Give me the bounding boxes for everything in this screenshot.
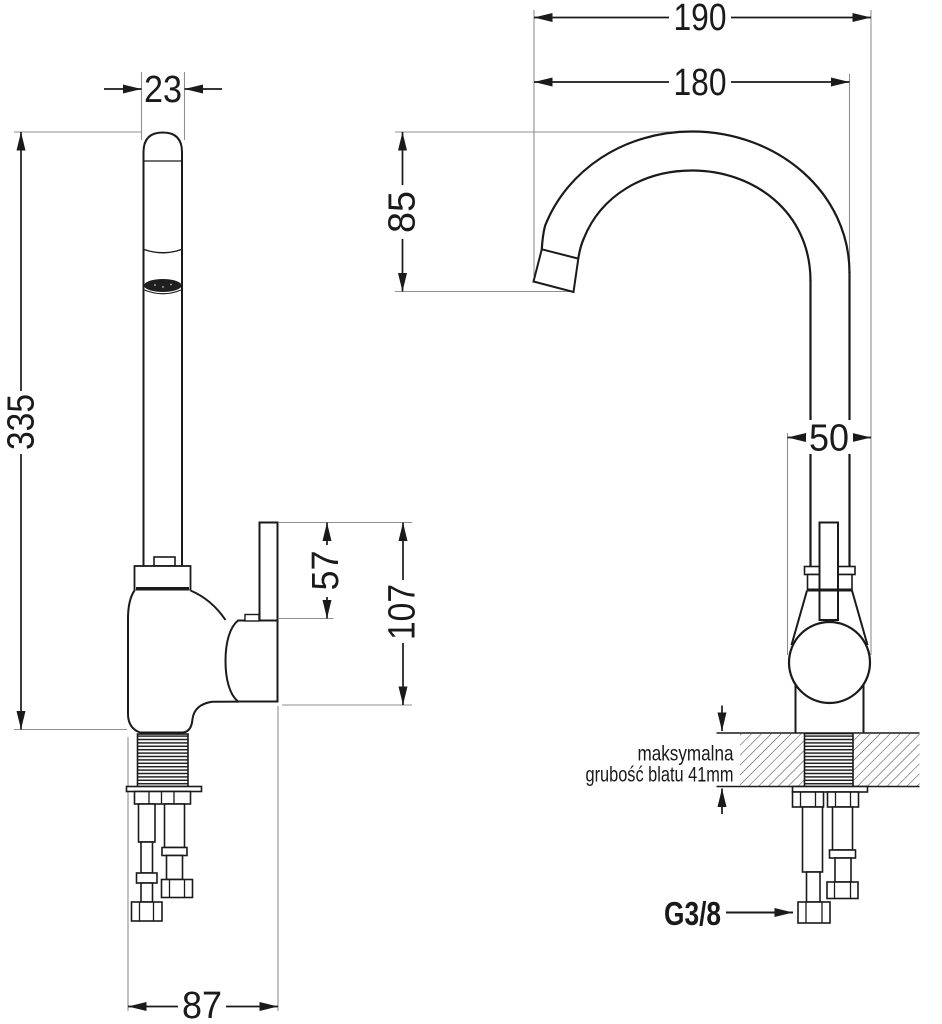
- dim-spout-width: 23: [104, 69, 222, 111]
- spout-inner-curve: [577, 169, 812, 282]
- dim-base-depth: 87: [128, 985, 278, 1024]
- dim-lever-to-body-bottom: 107: [382, 522, 424, 705]
- collar-tab: [153, 556, 176, 567]
- mounting-thread-front: [803, 732, 854, 788]
- dim-total-height: 335: [1, 132, 43, 730]
- body-outline: [127, 589, 240, 734]
- dim-spout-drop: 85: [382, 132, 424, 292]
- dim-label-335: 335: [1, 394, 43, 450]
- cone-left-edge: [790, 590, 808, 646]
- supply-hoses-side: [130, 803, 194, 922]
- aerator-housing-seam: [143, 248, 182, 254]
- dim-label-87: 87: [182, 985, 222, 1024]
- body-shoulder: [190, 589, 227, 621]
- dim-lever-to-cartridge: 57: [305, 522, 347, 619]
- cone-right-edge: [851, 590, 869, 646]
- dim-reach-inner: 180: [534, 62, 850, 104]
- countertop-note-line1: maksymalna: [638, 743, 734, 766]
- dim-label-190: 190: [674, 0, 727, 39]
- dim-body-width: 50: [787, 418, 871, 460]
- aerator-icon: [144, 279, 182, 292]
- spout-tube: [142, 131, 183, 566]
- front-view: [532, 130, 920, 924]
- thread-size-label: G3/8: [664, 895, 721, 932]
- lever-front: [818, 521, 839, 621]
- side-view: [125, 131, 279, 922]
- dim-label-85: 85: [382, 191, 424, 233]
- annotations: maksymalna grubość blatu 41mm G3/8: [586, 743, 734, 933]
- spout-tip: [532, 248, 580, 294]
- dim-label-57: 57: [305, 551, 347, 591]
- fixing-block-side: [133, 790, 192, 805]
- spout-outer-curve: [540, 130, 851, 274]
- hose-nut: [160, 878, 194, 899]
- body-fill: [128, 590, 250, 733]
- hose-nut-g38: [797, 901, 831, 924]
- washer-front: [791, 785, 869, 793]
- dim-reach-outer: 190: [534, 0, 871, 39]
- extension-lines: [14, 10, 872, 1011]
- spout-fill: [541, 131, 850, 567]
- dim-label-107: 107: [382, 584, 424, 640]
- dim-label-180: 180: [674, 62, 727, 104]
- dim-label-23: 23: [144, 69, 182, 111]
- mounting-thread-side: [136, 733, 189, 788]
- lever-base-step: [244, 613, 260, 622]
- lever-side: [258, 521, 279, 622]
- dimensions: 23 335 87 57 107 190: [1, 0, 871, 1024]
- aerator-rim: [144, 289, 182, 295]
- valve-housing: [224, 619, 279, 703]
- hose-nut: [130, 901, 163, 922]
- dim-label-50: 50: [809, 418, 849, 460]
- supply-hoses-front: [791, 791, 860, 924]
- collar: [133, 565, 192, 592]
- countertop-note-line2: grubość blatu 41mm: [586, 764, 734, 787]
- hose-nut: [826, 881, 859, 900]
- ball-joint: [787, 620, 872, 705]
